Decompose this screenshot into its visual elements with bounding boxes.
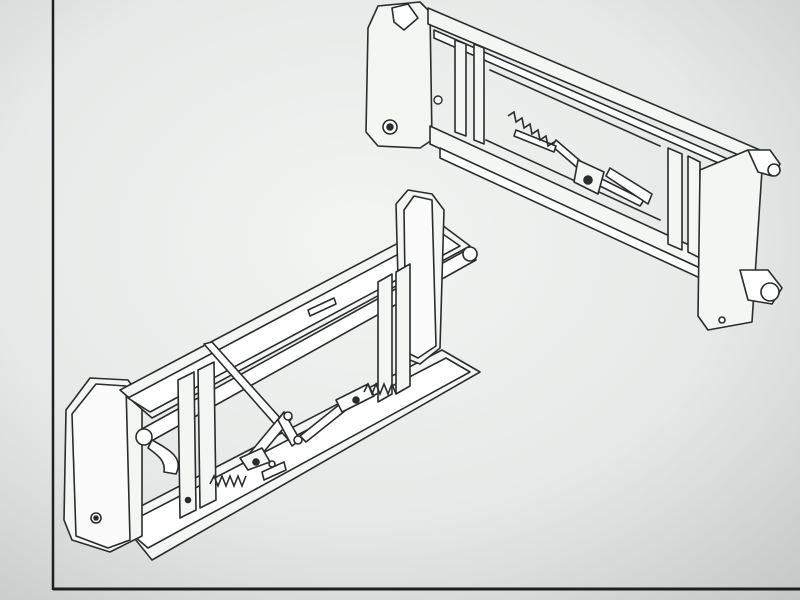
rear-right-side-plate	[697, 149, 763, 331]
rear-crank	[605, 167, 653, 205]
rear-upright-1	[454, 39, 467, 137]
front-upright-1	[177, 371, 197, 519]
rear-spring-coils	[507, 110, 555, 148]
front-lever-pivot-upper	[283, 411, 293, 421]
rear-upright-4	[687, 155, 701, 259]
front-spring-right-coils	[363, 381, 397, 397]
rear-inner-line-2	[485, 139, 661, 221]
attachment-frame-rear-view	[365, 1, 783, 331]
rear-left-pin-hole	[386, 123, 394, 131]
front-tube-end-right	[462, 246, 478, 262]
front-coil-spring-right	[363, 381, 397, 397]
rear-upright-2	[473, 43, 485, 145]
front-coil-spring-left	[209, 473, 247, 489]
front-handle-slot	[307, 297, 337, 317]
front-left-plate-face	[71, 383, 131, 549]
front-upright-3	[377, 273, 393, 403]
front-lever-foot-bolt	[252, 458, 260, 466]
rear-inner-line-1	[489, 69, 661, 147]
front-lever-pivot-lower	[293, 435, 303, 445]
rear-lever-pivot	[583, 175, 593, 185]
rear-linkage-bolt	[433, 95, 443, 105]
front-upright-4	[395, 263, 411, 395]
front-lower-stop-bolt	[268, 460, 276, 468]
front-tube-end-left	[135, 428, 153, 446]
front-upright-2	[197, 361, 217, 509]
rear-coil-spring	[507, 110, 555, 148]
rear-right-lower-pin	[760, 282, 780, 302]
rear-right-upper-pin	[767, 163, 781, 177]
page-frame	[51, 0, 800, 591]
rear-push-rod	[513, 129, 557, 153]
front-gusset	[147, 439, 179, 475]
attachment-frame-front-view	[63, 189, 481, 561]
rear-right-bolt	[718, 316, 726, 324]
front-spring-left-coils	[209, 473, 247, 489]
rear-left-hook	[391, 3, 419, 31]
front-left-pin-hole	[93, 515, 99, 521]
front-lower-stop	[261, 461, 287, 481]
rear-upright-3	[667, 147, 683, 251]
front-base-bolt	[184, 496, 192, 504]
front-cylinder-bolt	[352, 396, 360, 404]
